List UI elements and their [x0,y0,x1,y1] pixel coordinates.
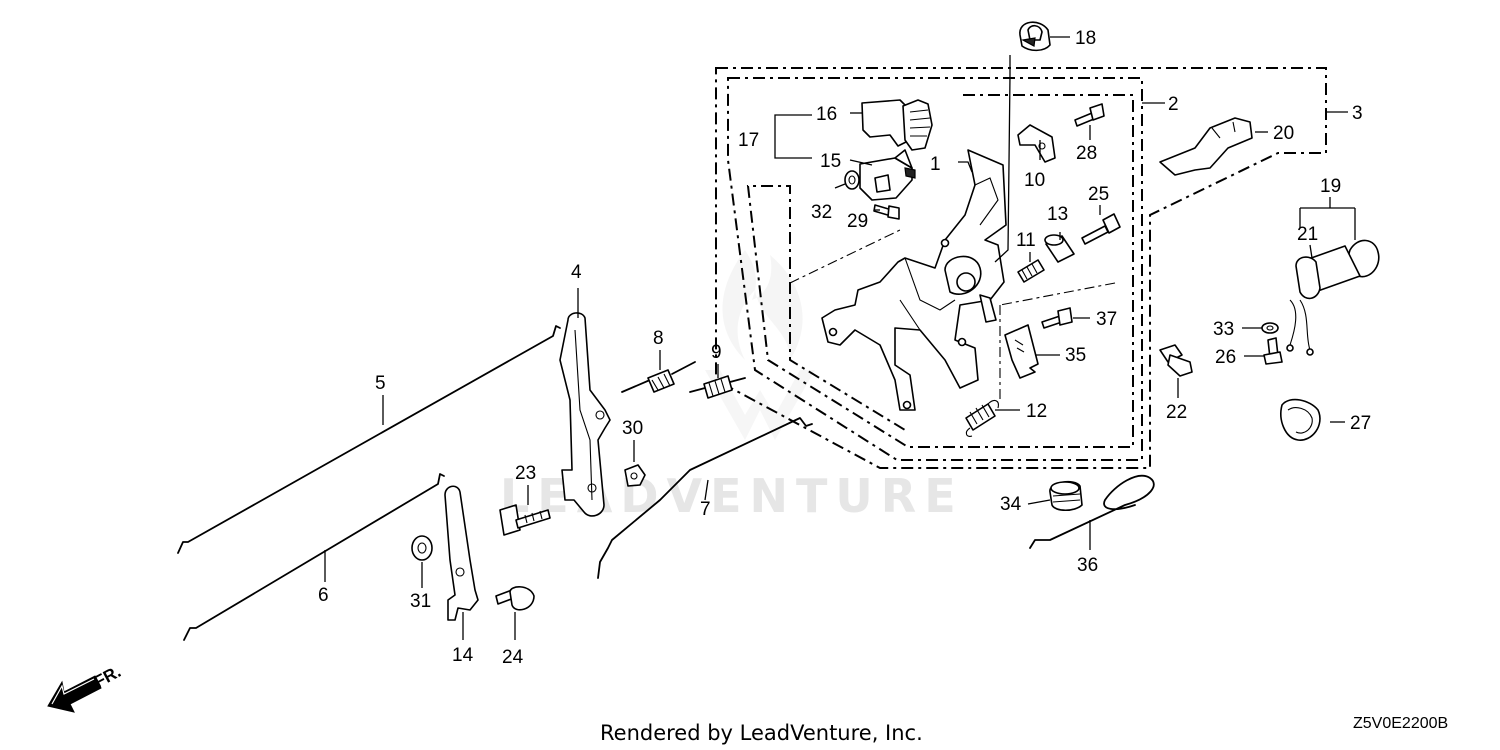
assembly-boundaries [715,67,1327,469]
callout-30: 30 [622,418,643,439]
callouts: 18 1 2 3 4 5 6 7 8 9 10 11 12 13 14 15 1… [318,28,1371,668]
part-5-rod [177,325,561,554]
callout-19: 19 [1320,176,1341,197]
callout-27: 27 [1350,413,1371,434]
part-23-bolt [499,504,551,536]
callout-31: 31 [410,591,431,612]
callout-36: 36 [1077,555,1098,576]
callout-20: 20 [1273,123,1294,144]
part-32-washer [844,170,860,190]
callout-32: 32 [811,202,832,223]
part-20-plate [1159,117,1253,176]
part-19-switch-assembly [1286,239,1380,356]
callout-26: 26 [1215,347,1236,368]
callout-28: 28 [1076,143,1097,164]
part-15-switch [859,149,916,201]
leader-lines [324,36,1356,640]
callout-3: 3 [1352,103,1363,124]
callout-4: 4 [571,262,582,283]
spring-12-display [965,399,999,437]
part-8-spring [621,361,696,393]
callout-37: 37 [1096,309,1117,330]
part-36-wire-clip [1029,475,1155,549]
callout-21: 21 [1297,224,1318,245]
part-14-lever [444,485,479,621]
part-34-grommet [1049,480,1083,512]
callout-11: 11 [1016,230,1036,251]
callout-6: 6 [318,585,329,606]
callout-34: 34 [1000,494,1022,515]
front-direction-indicator: FR. [47,662,124,713]
part-31-washer [411,535,433,561]
part-16-boot [861,99,933,151]
callout-22: 22 [1166,402,1187,423]
part-25-screw [1081,213,1121,245]
callout-33: 33 [1213,319,1234,340]
part-37-screw [1041,307,1073,329]
front-arrow-icon [47,675,102,713]
part-24-bolt [495,586,535,611]
callout-25: 25 [1088,184,1109,205]
callout-29: 29 [847,211,868,232]
part-27-clip [1280,398,1321,441]
callout-13: 13 [1047,204,1068,225]
callout-7: 7 [700,499,711,520]
callout-2: 2 [1168,94,1179,115]
callout-24: 24 [502,647,524,668]
part-22-bolt [1159,344,1193,377]
callout-16: 16 [816,104,837,125]
part-10-bracket [1017,124,1056,163]
callout-8: 8 [653,328,664,349]
part-28-bolt [1074,103,1105,127]
callout-9: 9 [711,342,722,363]
part-30-nut [624,464,646,487]
callout-23: 23 [515,463,536,484]
assembly-3-boundary [715,67,1327,469]
part-11-spring [1017,259,1045,283]
callout-1: 1 [930,154,941,175]
callout-15: 15 [820,151,841,172]
callout-5: 5 [375,373,386,394]
footer-credit: Rendered by LeadVenture, Inc. [600,721,923,745]
part-33-washer [1261,322,1279,334]
callout-12: 12 [1026,401,1047,422]
part-4-lever [559,312,611,517]
part-18-clamp [1019,21,1051,52]
part-1-control-base [821,149,1007,411]
part-26-screw [1263,337,1283,365]
callout-17: 17 [738,130,759,151]
callout-18: 18 [1075,28,1096,49]
part-6-rod [183,473,445,641]
part-9-spring [689,375,746,399]
callout-14: 14 [452,645,474,666]
callout-10: 10 [1024,170,1045,191]
part-7-rod [597,417,813,579]
part-13-collar [1044,234,1075,263]
part-29-screw [873,204,900,220]
callout-35: 35 [1065,345,1086,366]
diagram-code: Z5V0E2200B [1353,715,1448,732]
part-35-plate [1004,324,1039,379]
assembly-2-boundary [746,94,1134,448]
